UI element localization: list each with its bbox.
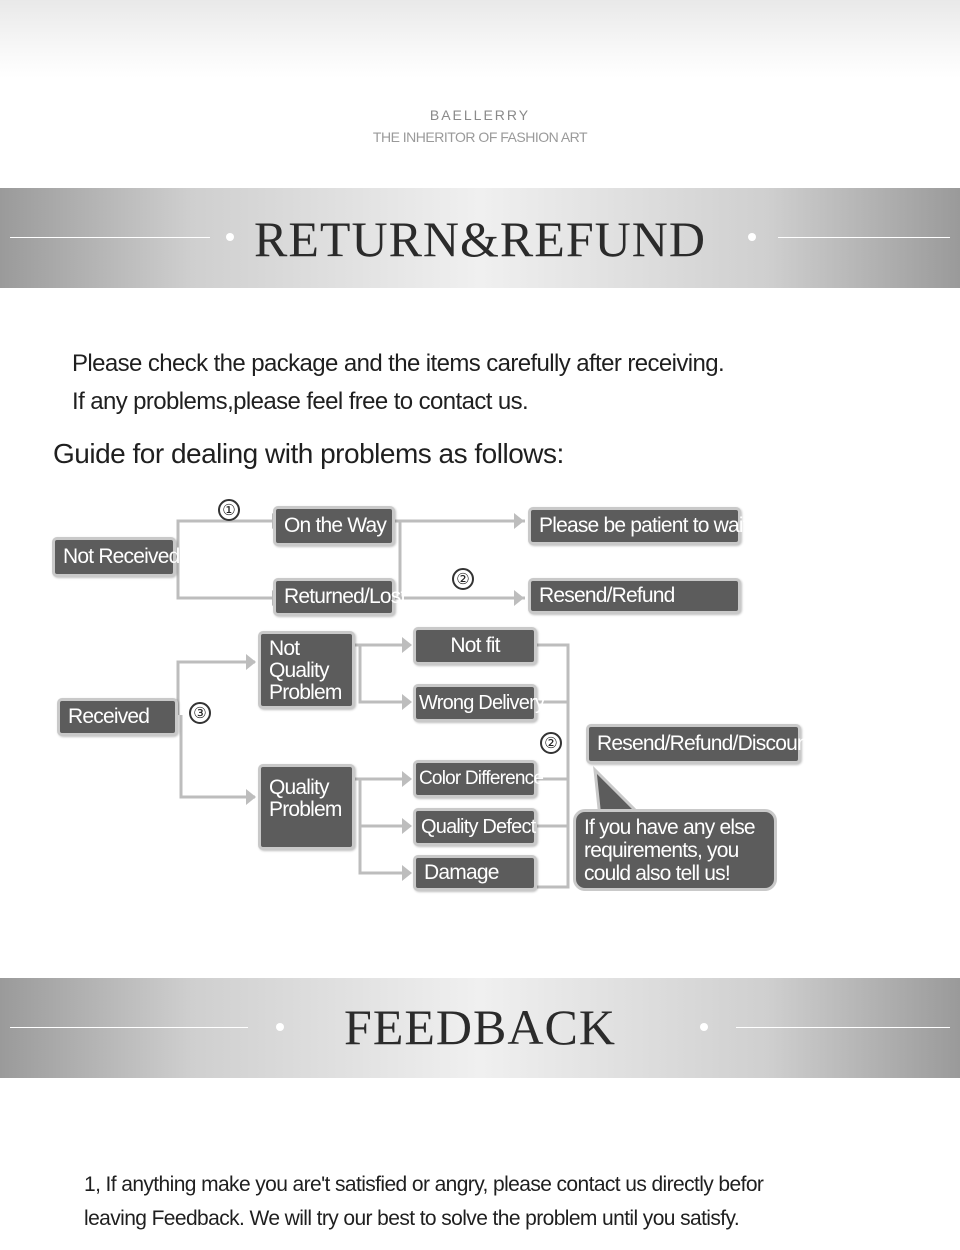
banner-line-right — [736, 1027, 950, 1028]
top-fade — [0, 0, 960, 78]
please-wait-box: Please be patient to wait — [528, 507, 749, 545]
step-2-mark-top: ② — [452, 568, 474, 590]
banner-dot-left — [226, 233, 234, 241]
banner-dot-left — [276, 1023, 284, 1031]
quality-problem-box: Quality Problem — [258, 764, 355, 850]
return-refund-banner: RETURN&REFUND — [0, 188, 960, 288]
banner-line-left — [10, 237, 210, 238]
step-1-mark: ① — [218, 499, 240, 521]
banner-dot-right — [748, 233, 756, 241]
banner-line-left — [10, 1027, 248, 1028]
banner-line-right — [778, 237, 950, 238]
resend-refund-discount-box: Resend/Refund/Discount — [586, 724, 814, 764]
resend-refund-box: Resend/Refund — [528, 578, 741, 614]
step-2-mark-bottom: ② — [540, 732, 562, 754]
quality-defect-box: Quality Defect — [413, 808, 537, 846]
brand-name: BAELLERRY — [429, 107, 531, 123]
on-the-way-box: On the Way — [273, 506, 395, 546]
color-difference-box: Color Difference — [413, 760, 544, 798]
banner-dot-right — [700, 1023, 708, 1031]
feedback-line-1: 1, If anything make you are't satisfied … — [84, 1173, 764, 1196]
damage-box: Damage — [413, 855, 537, 891]
return-refund-title: RETURN&REFUND — [254, 211, 706, 267]
feedback-banner: FEEDBACK — [0, 978, 960, 1078]
feedback-line-2: leaving Feedback. We will try our best t… — [84, 1207, 740, 1230]
returned-lost-box: Returned/Lost — [273, 578, 406, 616]
contact-us-text: If any problems,please feel free to cont… — [72, 388, 529, 415]
not-received-box: Not Received — [52, 537, 180, 577]
extra-requirements-bubble: If you have any else requirements, you c… — [573, 809, 777, 891]
wrong-delivery-box: Wrong Delivery — [413, 684, 545, 722]
step-3-mark: ③ — [189, 702, 211, 724]
not-fit-box: Not fit — [413, 627, 537, 665]
feedback-title: FEEDBACK — [344, 999, 616, 1055]
not-quality-problem-box: Not Quality Problem — [258, 631, 355, 709]
check-package-text: Please check the package and the items c… — [72, 350, 725, 377]
guide-heading: Guide for dealing with problems as follo… — [53, 438, 564, 469]
received-box: Received — [57, 698, 178, 736]
brand-tagline: THE INHERITOR OF FASHION ART — [372, 129, 588, 145]
